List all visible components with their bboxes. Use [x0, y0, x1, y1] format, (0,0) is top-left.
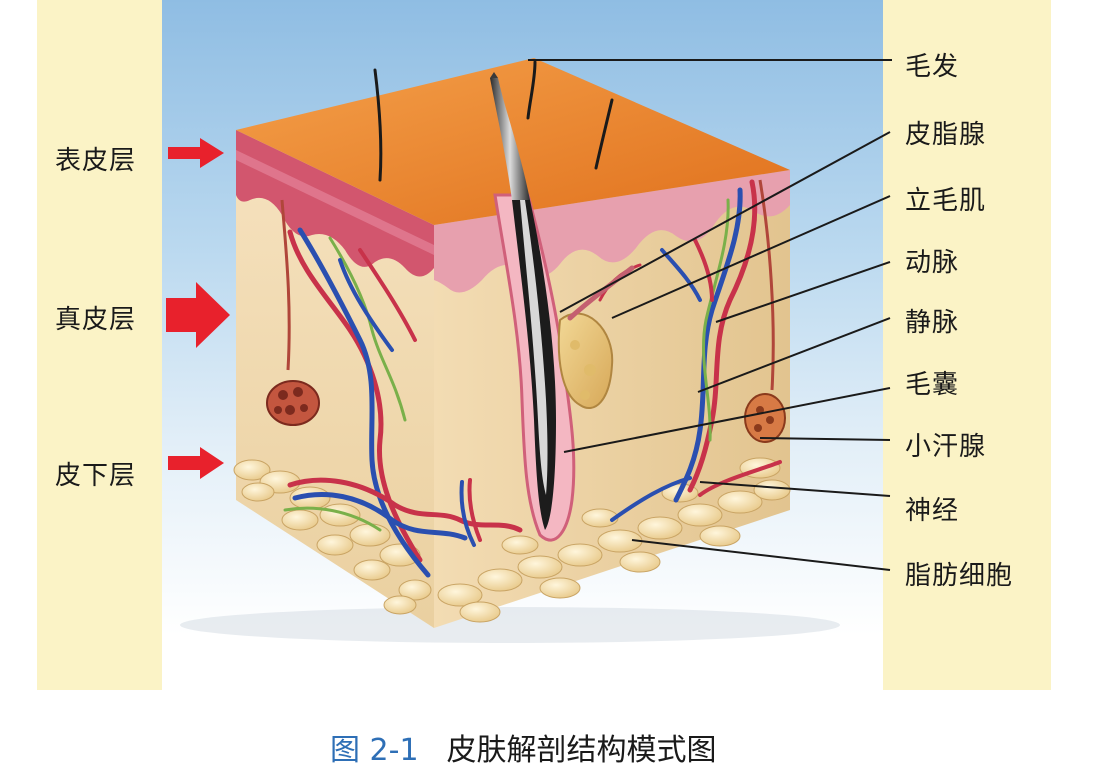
label-nerve: 神经 [905, 496, 960, 526]
hair-follicle [493, 193, 576, 542]
right-label-panel [883, 0, 1051, 690]
label-dermis: 真皮层 [55, 305, 137, 335]
label-epidermis: 表皮层 [55, 146, 137, 176]
label-sweat-gland: 小汗腺 [905, 432, 987, 462]
label-fat-cells: 脂肪细胞 [905, 561, 1014, 591]
label-sebaceous-gland: 皮脂腺 [905, 120, 987, 150]
left-label-panel [37, 0, 162, 690]
surface-hairs [373, 60, 614, 182]
figure-title: 皮肤解剖结构模式图 [446, 733, 717, 768]
epidermis-arrow [168, 138, 224, 168]
vessels-front [283, 227, 523, 578]
block-shadow [180, 607, 840, 643]
sweat-gland-front [266, 199, 320, 426]
label-hair-follicle: 毛囊 [905, 370, 960, 400]
vessels-side [459, 179, 782, 547]
label-hair: 毛发 [905, 52, 960, 82]
label-artery: 动脉 [905, 248, 960, 278]
figure-caption: 图 2-1 皮肤解剖结构模式图 [330, 725, 717, 769]
label-vein: 静脉 [905, 308, 960, 338]
label-subcutis: 皮下层 [55, 461, 137, 491]
subcutis-arrow [168, 447, 224, 479]
arrector-pili-muscle [567, 265, 635, 321]
label-arrector-pili: 立毛肌 [905, 186, 987, 216]
leader-lines [528, 59, 892, 571]
hair-shaft [490, 78, 530, 200]
dermis-arrow [166, 282, 230, 348]
red-arrows [166, 138, 230, 479]
sebaceous-gland [557, 312, 614, 410]
fat-cells-side [437, 457, 791, 623]
figure-number: 图 2-1 [330, 733, 419, 768]
